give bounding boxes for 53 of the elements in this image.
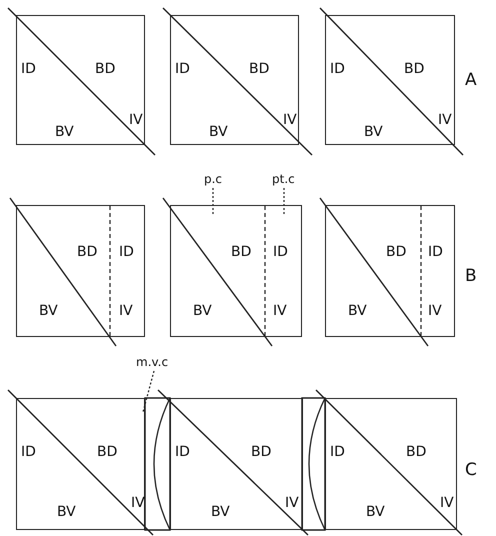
square-frame [16, 205, 145, 337]
region-label: BD [77, 244, 98, 261]
region-label: BV [55, 124, 74, 141]
region-label: BV [57, 504, 76, 521]
region-label: BV [348, 303, 367, 320]
region-label: ID [330, 61, 345, 78]
region-label: BV [209, 124, 228, 141]
part-label: pt.c [272, 172, 295, 186]
region-label: ID [428, 244, 443, 261]
region-label: ID [21, 444, 36, 461]
region-label: BD [231, 244, 252, 261]
region-label: IV [129, 112, 143, 129]
region-label: BV [364, 124, 383, 141]
region-label: BV [211, 504, 230, 521]
region-label: BD [251, 444, 272, 461]
region-label: BD [249, 61, 270, 78]
square-frame [170, 15, 299, 145]
region-label: ID [175, 444, 190, 461]
region-label: BD [406, 444, 426, 461]
region-label: ID [330, 444, 345, 461]
region-label: ID [175, 61, 190, 78]
row-letter: C [465, 460, 477, 480]
region-label: BD [95, 61, 116, 78]
region-label: BD [404, 61, 424, 78]
row-letter: B [465, 266, 477, 286]
square-frame [170, 205, 302, 337]
part-label: m.v.c [136, 355, 168, 369]
square-frame [170, 398, 303, 530]
region-label: ID [273, 244, 288, 261]
square-frame [16, 398, 145, 530]
region-label: IV [285, 495, 299, 512]
region-label: IV [119, 303, 133, 320]
square-frame [325, 205, 455, 337]
leader-line [283, 188, 285, 214]
region-label: IV [273, 303, 287, 320]
region-label: ID [119, 244, 134, 261]
square-frame [325, 398, 457, 530]
leader-line [212, 188, 214, 216]
leader-line [142, 370, 155, 412]
region-label: BD [386, 244, 406, 261]
region-label: IV [438, 112, 452, 129]
region-label: BV [193, 303, 212, 320]
region-label: BD [97, 444, 118, 461]
square-frame [16, 15, 145, 145]
region-label: IV [428, 303, 442, 320]
region-label: IV [440, 495, 454, 512]
region-label: IV [283, 112, 297, 129]
square-frame [325, 15, 455, 145]
region-label: BV [39, 303, 58, 320]
part-label: p.c [204, 172, 222, 186]
region-label: BV [366, 504, 385, 521]
region-label: ID [21, 61, 36, 78]
row-letter: A [465, 70, 477, 90]
